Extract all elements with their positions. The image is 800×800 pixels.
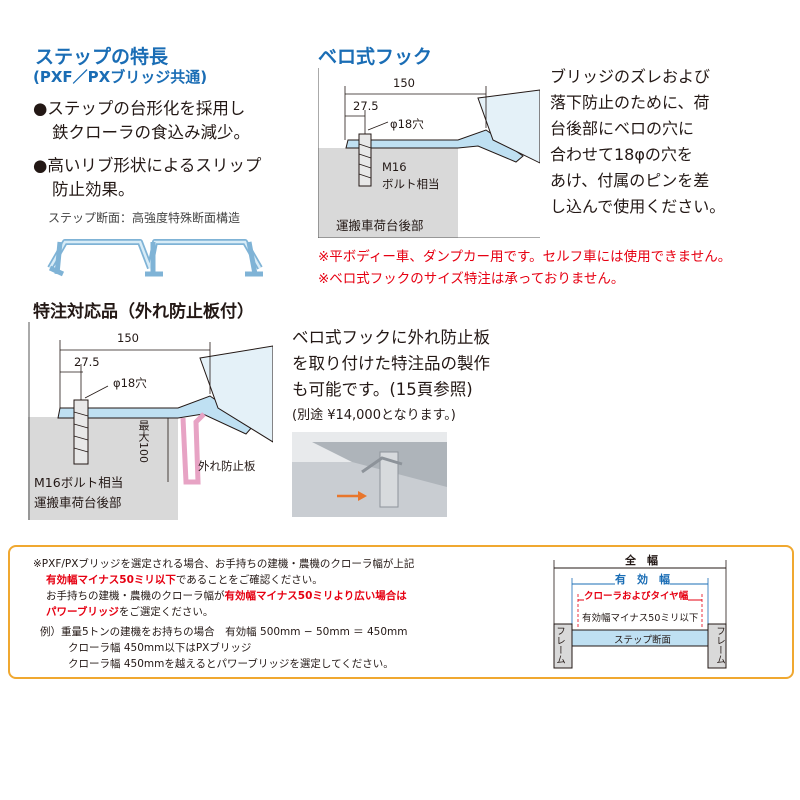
bottom-note-text-3: お手持ちの建機・農機のクローラ幅が <box>46 590 225 602</box>
special-product-photo <box>292 432 447 517</box>
width-minus-label: 有効幅マイナス50ミリ以下 <box>582 613 699 624</box>
bottom-note-red-2: 有効幅マイナス50ミリより広い場合は <box>224 590 407 602</box>
hook-desc-line: あけ、付属のピンを差 <box>550 171 710 190</box>
step-features-title: ステップの特長 <box>35 46 169 68</box>
bottom-note-line-1: ※PXF/PXブリッジを選定される場合、お手持ちの建機・農機のクローラ幅が上記 <box>33 558 415 570</box>
step-features-subtitle: (PXF／PXブリッジ共通) <box>33 68 208 86</box>
bottom-note-line-7: クローラ幅 450mmを越えるとパワーブリッジを選定してください。 <box>68 658 394 670</box>
bullet-1-line-1: ●ステップの台形化を採用し <box>33 99 246 118</box>
bottom-note-box <box>8 545 794 679</box>
hook-description: ブリッジのズレおよび 落下防止のために、荷 台後部にベロの穴に 合わせて18φの… <box>550 64 790 220</box>
width-crawler-label: クローラおよびタイヤ幅 <box>584 588 689 602</box>
bottom-note-line-3: お手持ちの建機・農機のクローラ幅が有効幅マイナス50ミリより広い場合は <box>46 588 407 605</box>
bullet-1-line-2: 鉄クローラの食込み減少。 <box>52 123 250 142</box>
hook-bolt-line-1: M16 <box>382 160 407 174</box>
bullet-2-line-2: 防止効果。 <box>52 180 135 199</box>
special-bolt-label: M16ボルト相当 <box>34 475 124 490</box>
width-diagram <box>553 560 727 669</box>
special-bed-label: 運搬車荷台後部 <box>34 495 122 510</box>
hook-bolt-line-2: ボルト相当 <box>382 177 440 191</box>
special-desc-line: ベロ式フックに外れ防止板 <box>292 328 490 347</box>
width-frame-right: フレーム <box>714 626 725 664</box>
width-step-label: ステップ断面 <box>614 635 672 646</box>
special-dim-short: 27.5 <box>74 355 100 369</box>
hook-dim-short: 27.5 <box>353 99 379 113</box>
hook-desc-line: 合わせて18φの穴を <box>550 145 693 164</box>
hook-desc-line: 台後部にベロの穴に <box>550 119 695 138</box>
special-desc-line: を取り付けた特注品の製作 <box>292 354 490 373</box>
special-diagram <box>28 322 273 520</box>
bullet-2-line-1: ●高いリブ形状によるスリップ <box>33 156 262 175</box>
hook-desc-line: 落下防止のために、荷 <box>550 93 710 112</box>
special-description: ベロ式フックに外れ防止板 を取り付けた特注品の製作 も可能です。(15頁参照) <box>292 325 490 403</box>
hook-hole-label: φ18穴 <box>390 117 424 131</box>
bottom-note-red-1: 有効幅マイナス50ミリ以下 <box>46 574 176 586</box>
bottom-note-text-2: であることをご確認ください。 <box>175 574 323 586</box>
width-effective-label: 有 効 幅 <box>615 571 670 587</box>
hook-desc-line: し込んで使用ください。 <box>550 197 726 216</box>
special-desc-line: も可能です。(15頁参照) <box>292 380 473 399</box>
hook-bed-label: 運搬車荷台後部 <box>336 218 424 233</box>
special-max-label: 最大100 <box>137 420 150 463</box>
hook-dim-total: 150 <box>393 76 415 90</box>
special-dim-total: 150 <box>117 331 139 345</box>
bottom-note-line-4: パワーブリッジをご選定ください。 <box>46 604 213 621</box>
bottom-note-line-5: 例）重量5トンの建機をお持ちの場合 有効幅 500mm − 50mm ＝ 450… <box>40 626 408 638</box>
special-title: 特注対応品（外れ防止板付） <box>33 302 254 322</box>
step-cross-section-diagram <box>47 239 263 277</box>
bottom-note-line-6: クローラ幅 450mm以下はPXブリッジ <box>68 642 252 654</box>
hook-title: ベロ式フック <box>318 46 433 68</box>
width-frame-left: フレーム <box>554 626 565 664</box>
hook-desc-line: ブリッジのズレおよび <box>550 67 711 86</box>
hook-note-1: ※平ボディー車、ダンプカー用です。セルフ車には使用できません。 <box>318 249 732 265</box>
width-full-label: 全 幅 <box>625 554 658 567</box>
hook-note-2: ※ベロ式フックのサイズ特注は承っておりません。 <box>318 271 625 287</box>
hook-diagram <box>318 68 540 238</box>
bottom-note-red-3: パワーブリッジ <box>46 606 119 618</box>
step-section-label: ステップ断面：高強度特殊断面構造 <box>48 211 241 225</box>
bottom-note-line-2: 有効幅マイナス50ミリ以下であることをご確認ください。 <box>46 572 323 589</box>
special-price: (別途 ¥14,000となります。) <box>292 408 456 423</box>
bottom-note-text-4: をご選定ください。 <box>118 606 214 618</box>
special-hole-label: φ18穴 <box>113 376 147 390</box>
special-plate-label: 外れ防止板 <box>198 459 256 473</box>
